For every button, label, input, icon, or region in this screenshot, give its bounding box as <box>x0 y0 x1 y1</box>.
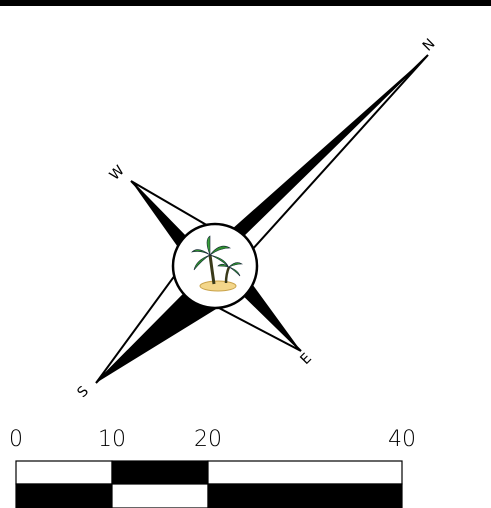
scale-seg-top-1 <box>16 461 112 484</box>
east-label: E <box>297 350 315 368</box>
scale-label-0: 0 <box>9 427 23 452</box>
compass-center-circle <box>173 224 257 308</box>
top-border <box>0 0 491 6</box>
scale-seg-top-2 <box>112 461 208 484</box>
scale-seg-bottom-3 <box>208 484 402 508</box>
scale-seg-bottom-2 <box>112 484 208 508</box>
scale-bar: 0 10 20 40 <box>9 427 416 508</box>
south-label: S <box>74 383 92 401</box>
scale-seg-top-3 <box>208 461 402 484</box>
compass-rose: N W E S <box>74 36 438 401</box>
west-label: W <box>107 163 128 184</box>
scale-label-40: 40 <box>388 427 416 452</box>
scale-seg-bottom-1 <box>16 484 112 508</box>
scale-label-20: 20 <box>194 427 222 452</box>
north-label: N <box>420 36 439 55</box>
scale-label-10: 10 <box>98 427 126 452</box>
